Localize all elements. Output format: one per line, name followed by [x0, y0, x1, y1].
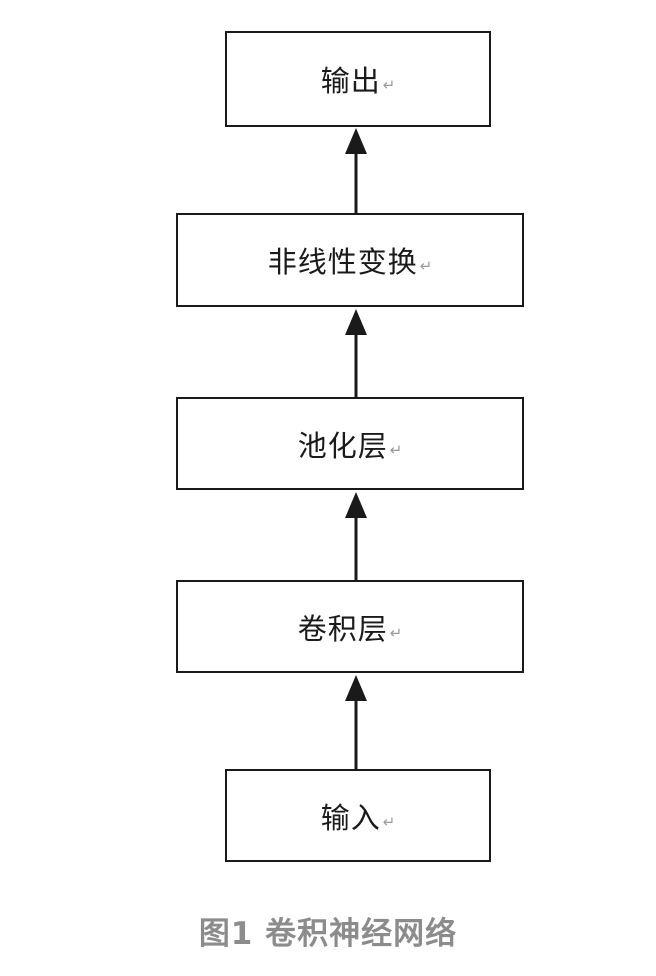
paragraph-mark-icon: ↵: [382, 76, 396, 94]
output-label: 输出: [320, 64, 381, 98]
paragraph-mark-icon: ↵: [419, 257, 433, 275]
input-label: 输入: [320, 800, 381, 835]
output-node: 输出↵: [225, 31, 491, 127]
arrow-input-to-conv: [345, 675, 367, 769]
arrow-conv-to-pooling: [345, 492, 367, 580]
convolution-layer-label: 卷积层: [297, 611, 388, 646]
pooling-layer-node: 池化层↵: [176, 397, 524, 490]
pooling-layer-label: 池化层: [297, 428, 388, 463]
paragraph-mark-icon: ↵: [389, 440, 403, 459]
arrow-nonlinear-to-output: [345, 128, 367, 213]
figure-caption: 图1 卷积神经网络: [198, 916, 458, 952]
paragraph-mark-icon: ↵: [382, 812, 396, 831]
nonlinear-transform-node: 非线性变换↵: [176, 213, 524, 307]
convolution-layer-node: 卷积层↵: [176, 580, 524, 673]
input-node: 输入↵: [225, 769, 491, 862]
nonlinear-transform-label: 非线性变换: [267, 245, 418, 279]
paragraph-mark-icon: ↵: [389, 623, 403, 642]
arrow-pooling-to-nonlinear: [345, 309, 367, 397]
